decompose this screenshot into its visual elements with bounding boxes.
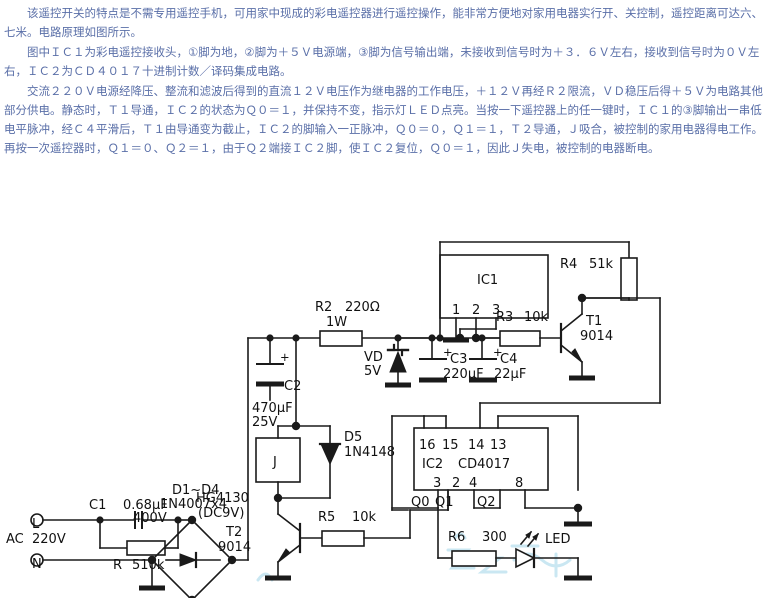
schematic-background [0,228,767,598]
c4-ref-label: C4 [500,352,517,367]
bridge-value-label: 1N4007x4 [160,497,227,512]
ic2-pin2-label: 2 [452,476,460,491]
r6-ref-label: R6 [448,530,465,545]
capacitor-c2: + C2 470μF 25V [252,334,301,430]
ac-input-section: AC 220V L N [6,513,153,572]
resistor-r3: R3 10k [481,310,561,347]
c2-rating-label: 25V [252,415,278,430]
article-text: 该遥控开关的特点是不需专用遥控手机，可用家中现成的彩电遥控器进行遥控操作，能非常… [0,0,767,159]
t1-value-label: 9014 [580,329,613,344]
ic2-pin14-label: 14 [468,438,485,453]
r-ref-label: R [113,558,122,573]
r2-value-label: 220Ω [345,300,380,315]
indicator-led: LED [515,530,592,581]
r5-value-label: 10k [352,510,377,525]
ic1-pin1-label: 1 [452,303,460,318]
article-paragraph-1: 该遥控开关的特点是不需专用遥控手机，可用家中现成的彩电遥控器进行遥控操作，能非常… [4,6,763,39]
c1-ref-label: C1 [89,498,106,513]
t1-collector-to-ic2-clock [479,297,661,429]
transistor-t2: T2 9014 [218,497,323,581]
bridge-ref-label: D1~D4 [172,483,219,498]
svg-text:+: + [493,345,503,359]
r3-ref-label: R3 [496,310,513,325]
q0-to-led-branch [437,507,453,559]
ic1-ref-label: IC1 [477,273,498,288]
c1-value-label: 0.68μF [123,498,168,513]
ic2-pin16-label: 16 [419,438,436,453]
relay-j: J HG4130 (DC9V) [196,425,301,521]
r-value-label: 510k [132,558,165,573]
c1-rating-label: 400V [133,511,167,526]
r6-value-label: 300 [482,530,507,545]
transistor-t1: T1 9014 [559,297,613,381]
ac-label: AC [6,532,24,547]
q0-label: Q0 [411,495,430,510]
t2-ref-label: T2 [225,525,242,540]
resistor-r5: R5 10k [318,510,411,547]
c2-value-label: 470μF [252,401,293,416]
ic2-output-bus: Q0 Q1 Q2 [391,489,579,511]
q2-label: Q2 [477,495,496,510]
neutral-terminal-label: N [32,557,42,572]
right-bus-ground [564,503,592,527]
ic2-type-label: CD4017 [458,457,510,472]
ic2-pin3-label: 3 [433,476,441,491]
capacitor-c1: C1 0.68μF 400V [89,498,178,529]
resistor-r2: R2 220Ω 1W [315,300,380,347]
c4-value-label: 22μF [494,367,526,382]
ic2-cd4017: 16 15 14 13 IC2 CD4017 3 2 4 8 [413,427,549,491]
ic1-pin3-node [455,333,465,343]
ic2-pin13-wire [497,415,579,491]
c3-ref-label: C3 [450,352,467,367]
resistor-r6: R6 300 [448,530,517,567]
relay-coil-label: (DC9V) [198,506,244,521]
r2-power-label: 1W [326,315,347,330]
vd-ref-label: VD [364,350,383,365]
r4-ref-label: R4 [560,257,577,272]
ac-voltage-label: 220V [32,532,66,547]
circuit-schematic-diagram: .w{stroke:#1a1a1a;stroke-width:1.6;fill:… [0,228,767,598]
ic2-pin13-label: 13 [490,438,507,453]
ic2-supply-reset-wires [391,415,447,511]
article-paragraph-2: 图中ＩＣ１为彩电遥控接收头，①脚为地，②脚为＋５Ｖ电源端，③脚为信号输出端，未接… [4,45,760,78]
line-terminal-label: L [32,517,40,532]
svg-text:+: + [280,350,290,364]
r4-value-label: 51k [589,257,614,272]
d5-ref-label: D5 [344,430,362,445]
ic2-pin8-label: 8 [515,476,523,491]
diode-d5: D5 1N4148 [277,425,395,499]
c2-ref-label: C2 [284,379,301,394]
zener-diode-vd: VD 5V [364,334,411,388]
ic1-receiver-module: IC1 1 2 3 [439,254,549,343]
ic2-pin4-label: 4 [469,476,477,491]
r2-ref-label: R2 [315,300,332,315]
bridge-rectifier-d1-d4: D1~D4 1N4007x4 [139,483,237,598]
d5-value-label: 1N4148 [344,445,395,460]
svg-text:+: + [443,345,453,359]
q1-label: Q1 [435,495,454,510]
vd-value-label: 5V [364,364,381,379]
led-ref-label: LED [545,532,570,547]
ic1-pin2-node [471,333,481,343]
ic1-pin3-label: 3 [492,303,500,318]
relay-ref-label: J [272,455,277,470]
ic2-ref-label: IC2 [422,457,443,472]
capacitor-c4: + C4 22μF [469,334,526,383]
t1-ref-label: T1 [585,314,602,329]
relay-type-label: HG4130 [196,491,249,506]
ic2-pin15-label: 15 [442,438,459,453]
article-paragraph-3: 交流２２０Ｖ电源经降压、整流和滤波后得到的直流１２Ｖ电压作为继电器的工作电压，＋… [4,84,763,155]
resistor-r-510k: R 510k [99,519,179,573]
r5-ref-label: R5 [318,510,335,525]
r3-value-label: 10k [524,310,549,325]
ic1-pin2-label: 2 [472,303,480,318]
t2-value-label: 9014 [218,540,251,555]
